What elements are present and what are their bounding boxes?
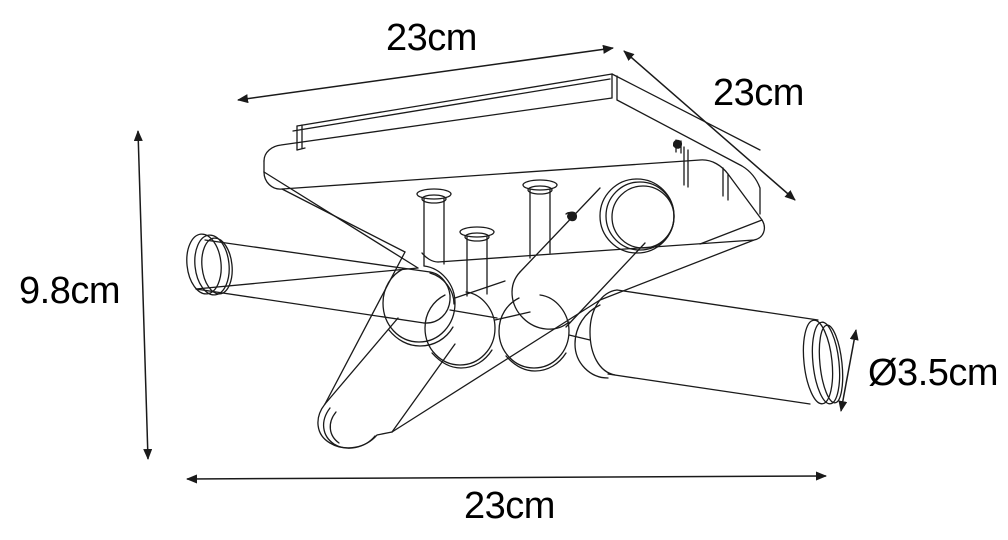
dim-line-diameter — [838, 329, 859, 412]
dim-line-depth-right — [623, 50, 796, 201]
ball-joint-2 — [424, 291, 496, 369]
dimension-label-depth-right: 23cm — [713, 72, 804, 114]
dimension-label-width-top: 23cm — [386, 17, 477, 59]
stem-3 — [522, 179, 558, 259]
spot-head-lower-right — [589, 289, 844, 405]
dimension-label-diameter: Ø3.5cm — [868, 352, 999, 394]
dimension-label-height-left: 9.8cm — [19, 270, 120, 312]
dim-line-width-top — [237, 44, 614, 104]
dimension-label-width-bottom: 23cm — [464, 485, 555, 527]
stem-1 — [416, 188, 452, 267]
hub-connector-lines — [195, 251, 601, 433]
dim-line-height-left — [133, 130, 153, 460]
ball-joint-1 — [382, 265, 456, 347]
ball-joint-4 — [574, 304, 609, 379]
stem-2 — [459, 226, 495, 297]
spot-head-lower-left — [317, 317, 456, 449]
ball-joint-3 — [498, 294, 570, 372]
dim-line-width-bottom — [186, 471, 827, 484]
